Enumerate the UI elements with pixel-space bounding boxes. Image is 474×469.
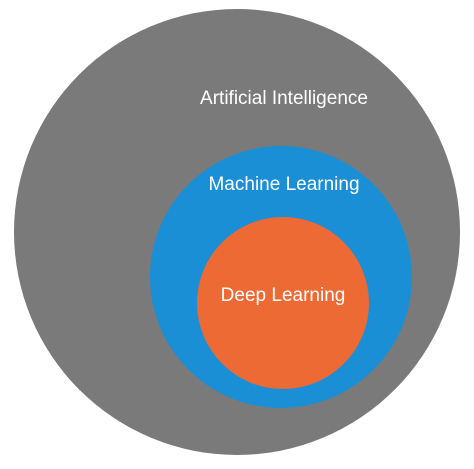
- artificial-intelligence-label: Artificial Intelligence: [200, 88, 368, 109]
- machine-learning-label: Machine Learning: [208, 174, 360, 195]
- deep-learning-circle: [197, 217, 369, 389]
- deep-learning-label: Deep Learning: [220, 285, 346, 306]
